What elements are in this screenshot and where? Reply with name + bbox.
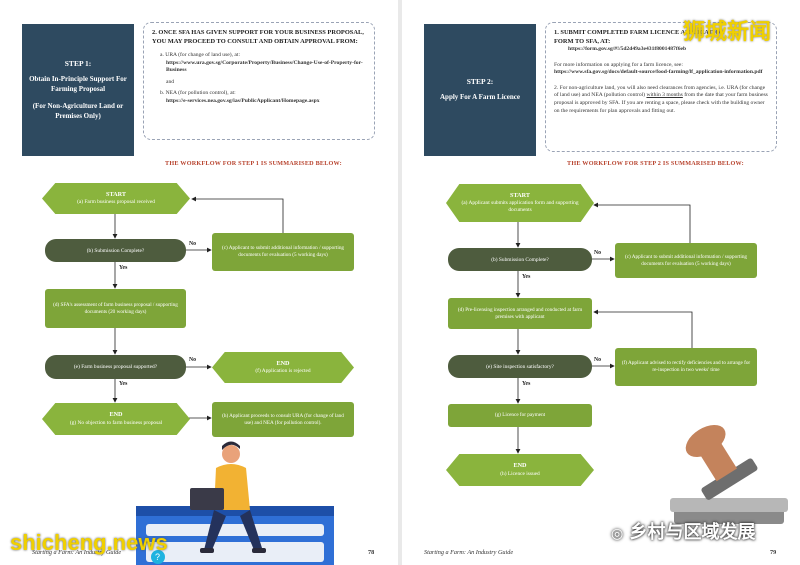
person-head bbox=[222, 445, 240, 463]
step2-title: STEP 2: bbox=[466, 77, 494, 87]
step2-line1: Apply For A Farm Licence bbox=[440, 93, 520, 102]
step1-info-a: a. URA (for change of land use), at: bbox=[160, 52, 240, 59]
arrow-c-a bbox=[593, 202, 691, 243]
step1-info-b: b. NEA (for pollution control), at: bbox=[160, 90, 236, 97]
arrow-c-a bbox=[191, 196, 284, 233]
step2-rectify-box: (f) Applicant advised to rectify deficie… bbox=[615, 348, 757, 386]
step1-consult-ura-nea-box: (h) Applicant proceeds to consult URA (f… bbox=[212, 402, 354, 437]
stamp-illustration bbox=[670, 424, 788, 524]
step2-end-node: END (h) Licence issued bbox=[446, 454, 594, 486]
step2-info-box: 1. SUBMIT COMPLETED FARM LICENCE APPLICA… bbox=[545, 22, 777, 152]
left-page-number: 78 bbox=[368, 549, 375, 556]
step2-form-link[interactable]: https://form.gov.sg/#!/5d2d49a3e431f8001… bbox=[568, 46, 687, 53]
step2-licence-payment-box: (g) Licence for payment bbox=[448, 404, 592, 427]
step2-inspection-box: (d) Pre-licensing inspection arranged an… bbox=[448, 298, 592, 329]
watermark-bottom-right-text: 乡村与区域发展 bbox=[629, 522, 756, 543]
step2-note-a: 2. For non-agriculture land, you will al… bbox=[554, 84, 766, 99]
step2-additional-info-box: (c) Applicant to submit additional infor… bbox=[615, 243, 757, 278]
left-footer: Starting a Farm: An Industry Guide bbox=[32, 549, 122, 556]
step1-ura-link[interactable]: https://www.ura.gov.sg/Corporate/Propert… bbox=[166, 59, 363, 74]
step2-more-info: For more information on applying for a f… bbox=[554, 61, 683, 68]
step2-note-underline: within 3 months bbox=[646, 92, 683, 99]
step2-note: 2. For non-agriculture land, you will al… bbox=[554, 85, 768, 115]
step1-info-box: 2. ONCE SFA HAS GIVEN SUPPORT FOR YOUR B… bbox=[143, 22, 375, 140]
stamp-handle bbox=[685, 424, 726, 458]
step1-title: STEP 1: bbox=[64, 59, 92, 69]
step2-end-text: (h) Licence issued bbox=[500, 470, 540, 477]
step1-end-rejected-text: (f) Application is rejected bbox=[255, 368, 311, 375]
step1-and: and bbox=[166, 78, 175, 85]
step1-yes-label-2: Yes bbox=[119, 381, 128, 387]
step1-supported-decision: (e) Farm business proposal supported? bbox=[45, 355, 186, 379]
step2-info-heading: 1. SUBMIT COMPLETED FARM LICENCE APPLICA… bbox=[554, 29, 725, 45]
watermark-bottom-right: ◎ 乡村与区域发展 bbox=[611, 518, 756, 544]
step1-end-noobjection-text: (g) No objection to farm business propos… bbox=[69, 419, 163, 426]
svg-text:?: ? bbox=[155, 552, 160, 562]
step1-line2: (For Non-Agriculture Land or Premises On… bbox=[32, 102, 124, 120]
step1-end-rejected-node: END (f) Application is rejected bbox=[212, 352, 354, 383]
watermark-bottom-left: shicheng.news bbox=[10, 530, 168, 555]
step2-no-label-2: No bbox=[594, 357, 602, 363]
right-page-number: 79 bbox=[770, 549, 777, 556]
step1-nea-link[interactable]: https://e-services.nea.gov.sg/ias/Public… bbox=[166, 98, 320, 105]
step2-yes-label-1: Yes bbox=[522, 274, 531, 280]
step1-start-title: START bbox=[106, 190, 126, 198]
step1-end-noobjection-title: END bbox=[109, 411, 123, 419]
step2-sfa-link[interactable]: https://www.sfa.gov.sg/docs/default-sour… bbox=[554, 69, 763, 76]
step1-yes-label-1: Yes bbox=[119, 265, 128, 271]
left-page: STEP 1: Obtain In-Principle Support For … bbox=[0, 0, 398, 565]
help-icon bbox=[151, 550, 165, 564]
step1-end-rejected-title: END bbox=[276, 359, 290, 367]
step2-inspection-decision: (e) Site inspection satisfactory? bbox=[448, 355, 592, 378]
step1-workflow-title: THE WORKFLOW FOR STEP 1 IS SUMMARISED BE… bbox=[165, 160, 342, 167]
right-footer: Starting a Farm: An Industry Guide bbox=[424, 549, 514, 556]
step2-note-b: from the date that your farm business pr… bbox=[554, 92, 768, 114]
step2-box: STEP 2: Apply For A Farm Licence bbox=[424, 24, 536, 156]
step2-submission-decision: (b) Submission Complete? bbox=[448, 248, 592, 271]
right-page: STEP 2: Apply For A Farm Licence 1. SUBM… bbox=[402, 0, 800, 565]
step1-no-label-1: No bbox=[189, 241, 197, 247]
step1-line1: Obtain In-Principle Support For Farming … bbox=[29, 75, 127, 93]
laptop-graphic bbox=[190, 488, 224, 510]
step1-box: STEP 1: Obtain In-Principle Support For … bbox=[22, 24, 134, 156]
step2-yes-label-2: Yes bbox=[522, 381, 531, 387]
watermark-top-right: 狮城新闻 bbox=[683, 20, 772, 45]
step2-no-label-1: No bbox=[594, 250, 602, 256]
step1-info-heading: 2. ONCE SFA HAS GIVEN SUPPORT FOR YOUR B… bbox=[152, 29, 364, 45]
step2-start-text: (a) Applicant submits application form a… bbox=[461, 200, 579, 214]
step1-start-node: START (a) Farm business proposal receive… bbox=[42, 183, 190, 214]
step1-submission-decision: (b) Submission Complete? bbox=[45, 239, 186, 262]
step1-no-label-2: No bbox=[189, 357, 197, 363]
arrow-f-d bbox=[593, 309, 693, 348]
step2-start-title: START bbox=[510, 191, 530, 199]
step1-start-text: (a) Farm business proposal received bbox=[77, 199, 155, 206]
step2-workflow-title: THE WORKFLOW FOR STEP 2 IS SUMMARISED BE… bbox=[567, 160, 744, 167]
step1-sfa-assessment-box: (d) SFA's assessment of farm business pr… bbox=[45, 289, 186, 328]
step2-start-node: START (a) Applicant submits application … bbox=[446, 184, 594, 222]
wechat-icon: ◎ bbox=[611, 526, 624, 542]
step2-end-title: END bbox=[513, 462, 527, 470]
person-with-laptop-illustration: ? bbox=[136, 441, 334, 565]
step1-end-noobjection-node: END (g) No objection to farm business pr… bbox=[42, 403, 190, 435]
step1-additional-info-box: (c) Applicant to submit additional infor… bbox=[212, 233, 354, 271]
